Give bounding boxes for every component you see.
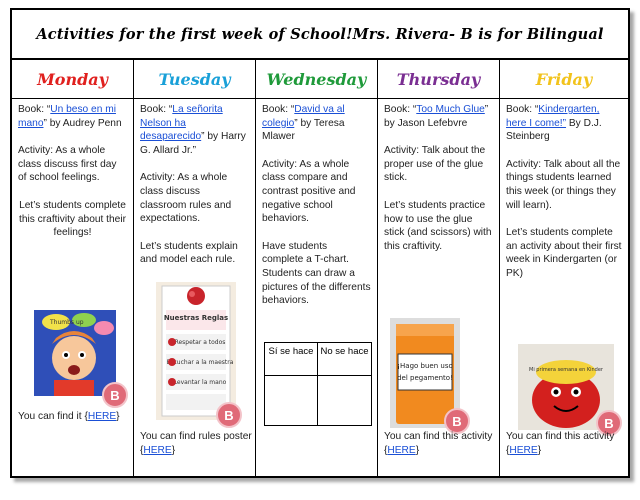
book-friday: Book: “Kindergarten, here I come!” By D.… xyxy=(506,104,602,143)
title-left: Activities for the first week of School! xyxy=(36,25,353,43)
activities-sheet: Activities for the first week of School!… xyxy=(10,8,630,478)
activity-monday: Activity: As a whole class discuss first… xyxy=(18,145,117,184)
column-wednesday: Wednesday Book: “David va al colegio” by… xyxy=(256,60,378,476)
column-thursday: Thursday Book: “Too Much Glue” by Jason … xyxy=(378,60,500,476)
activity-tuesday: Activity: As a whole class discuss class… xyxy=(140,172,232,225)
activity-wednesday: Activity: As a whole class compare and c… xyxy=(262,158,356,225)
b-badge-monday: B xyxy=(102,382,128,408)
extra-monday: Let’s students complete this craftivity … xyxy=(18,199,126,239)
extra-friday: Let’s students complete an activity abou… xyxy=(506,227,622,279)
book-wednesday: Book: “David va al colegio” by Teresa Ml… xyxy=(262,104,345,143)
extra-thursday: Let’s students practice how to use the g… xyxy=(384,199,492,252)
here-link-tuesday[interactable]: HERE xyxy=(143,444,172,456)
t-chart-yes-header: Sí se hace xyxy=(268,346,314,357)
day-header-monday: Monday xyxy=(12,60,133,99)
column-tuesday: Tuesday Book: “La señorita Nelson ha des… xyxy=(134,60,256,476)
glue-line-1: ¡Hago buen uso xyxy=(397,362,453,370)
page-title: Activities for the first week of School!… xyxy=(12,10,628,60)
find-thursday: You can find this activity {HERE} xyxy=(384,431,493,456)
column-monday: Monday Book: “Un beso en mi mano” by Aud… xyxy=(12,60,134,476)
book-link-wednesday[interactable]: David va al colegio xyxy=(262,104,345,129)
poster-line-4: Levantar la mano xyxy=(174,379,227,386)
hat-text: Mi primera semana en Kinder xyxy=(529,367,604,373)
day-header-friday: Friday xyxy=(500,60,628,99)
b-badge-tuesday: B xyxy=(216,402,242,428)
poster-line-2: Respetar a todos xyxy=(175,339,226,346)
book-monday: Book: “Un beso en mi mano” by Audrey Pen… xyxy=(18,104,122,129)
here-link-monday[interactable]: HERE xyxy=(87,411,117,422)
t-chart: Sí se hace No se hace xyxy=(264,342,372,426)
day-header-tuesday: Tuesday xyxy=(134,60,255,99)
feelings-craftivity-image: Thumbs up B xyxy=(34,310,128,408)
t-chart-no-header: No se hace xyxy=(320,346,369,357)
book-link-monday[interactable]: Un beso en mi mano xyxy=(18,104,116,129)
kindergarten-activity-image: Mi primera semana en Kinder B xyxy=(518,344,622,436)
poster-line-3: Escuchar a la maestra xyxy=(167,359,234,366)
day-header-wednesday: Wednesday xyxy=(256,60,377,99)
day-header-thursday: Thursday xyxy=(378,60,499,99)
rules-poster-image: Nuestras Reglas Respetar a todos Escucha… xyxy=(156,282,242,428)
b-badge-friday: B xyxy=(596,410,622,436)
book-tuesday: Book: “La señorita Nelson ha desaparecid… xyxy=(140,104,246,156)
find-friday: You can find this activity {HERE} xyxy=(506,431,615,456)
book-thursday: Book: “Too Much Glue” by Jason Lefebvre xyxy=(384,104,489,129)
book-link-tuesday[interactable]: La señorita Nelson ha desaparecido xyxy=(140,104,223,143)
find-monday: You can find it {HERE} xyxy=(18,411,120,422)
activity-thursday: Activity: Talk about the proper use of t… xyxy=(384,145,486,184)
thumbs-up-text: Thumbs up xyxy=(49,319,84,326)
find-tuesday: You can find rules poster {HERE} xyxy=(140,431,252,456)
column-friday: Friday Book: “Kindergarten, here I come!… xyxy=(500,60,628,476)
book-link-friday[interactable]: Kindergarten, here I come!” xyxy=(506,104,600,129)
here-link-thursday[interactable]: HERE xyxy=(387,444,416,456)
glue-stick-craftivity-image: ¡Hago buen uso del pegamento! B xyxy=(390,318,470,434)
glue-line-2: del pegamento! xyxy=(397,374,453,382)
poster-line-1: Nuestras Reglas xyxy=(164,314,228,322)
extra-tuesday: Let’s students explain and model each ru… xyxy=(140,240,238,266)
extra-wednesday: Have students complete a T-chart. Studen… xyxy=(262,240,371,307)
here-link-friday[interactable]: HERE xyxy=(509,444,538,456)
activity-friday: Activity: Talk about all the things stud… xyxy=(506,158,621,211)
book-link-thursday[interactable]: Too Much Glue xyxy=(416,104,485,115)
b-badge-thursday: B xyxy=(444,408,470,434)
title-right: Mrs. Rivera- B is for Bilingual xyxy=(352,25,604,43)
